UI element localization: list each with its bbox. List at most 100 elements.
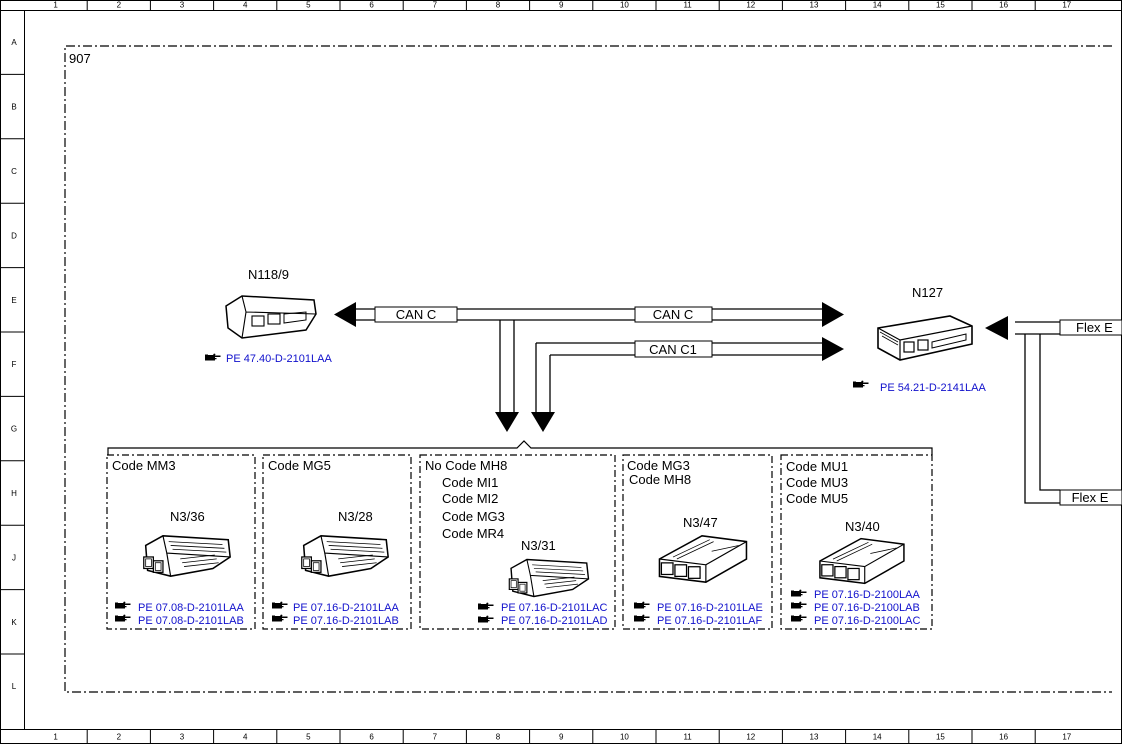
bus-label-can-c-right: CAN C xyxy=(653,307,693,322)
row-letter: H xyxy=(11,489,17,498)
row-letter: C xyxy=(11,167,17,176)
row-letter: L xyxy=(12,682,17,691)
column-number: 2 xyxy=(117,733,122,742)
column-number: 15 xyxy=(936,1,945,10)
control-unit-icon xyxy=(658,534,748,584)
column-number: 3 xyxy=(180,733,185,742)
unit-label-n3-28: N3/28 xyxy=(338,509,373,524)
control-unit-icon xyxy=(300,535,389,577)
bus-arrowheads xyxy=(334,302,1008,432)
group-code: Code MI2 xyxy=(442,491,498,506)
row-letter: F xyxy=(12,360,17,369)
row-letter: E xyxy=(11,296,16,305)
column-number: 12 xyxy=(746,1,755,10)
column-number: 9 xyxy=(559,1,564,10)
pointing-hand-icon xyxy=(478,615,494,623)
ref-link[interactable]: PE 07.16-D-2101LAF xyxy=(657,615,762,627)
group-code: Code MI1 xyxy=(442,475,498,490)
unit-label-n3-31: N3/31 xyxy=(521,538,556,553)
column-number: 11 xyxy=(683,733,692,742)
ref-link[interactable]: PE 07.16-D-2101LAD xyxy=(501,615,607,627)
pointing-hand-icon xyxy=(272,601,288,609)
pointing-hand-icon xyxy=(272,614,288,622)
group-code: Code MU1 xyxy=(786,459,848,474)
column-number: 8 xyxy=(496,1,501,10)
group-code: Code MM3 xyxy=(112,458,176,473)
ref-link-n127[interactable]: PE 54.21-D-2141LAA xyxy=(880,382,986,394)
ref-link[interactable]: PE 07.16-D-2100LAC xyxy=(814,615,920,627)
ref-link[interactable]: PE 07.16-D-2100LAB xyxy=(814,602,920,614)
bus-label-can-c1: CAN C1 xyxy=(649,342,697,357)
unit-label-n3-36: N3/36 xyxy=(170,509,205,524)
pointing-hand-icon xyxy=(634,614,650,622)
row-letter: J xyxy=(12,553,16,562)
pointing-hand-icon xyxy=(115,601,131,609)
column-number: 1 xyxy=(53,1,58,10)
row-letter: B xyxy=(11,103,16,112)
variant-group-mm3 xyxy=(106,454,256,630)
group-code: Code MR4 xyxy=(442,526,504,541)
group-code: Code MU3 xyxy=(786,475,848,490)
ref-link[interactable]: PE 07.16-D-2101LAC xyxy=(501,602,607,614)
bus-label-box xyxy=(634,306,713,323)
pointing-hand-icon xyxy=(115,614,131,622)
ref-link[interactable]: PE 07.16-D-2101LAB xyxy=(293,615,399,627)
column-number: 9 xyxy=(559,733,564,742)
control-unit-icon xyxy=(225,295,317,339)
component-label-n127: N127 xyxy=(912,285,943,300)
pointing-hand-icon xyxy=(205,353,221,361)
column-number: 6 xyxy=(369,1,374,10)
column-number: 16 xyxy=(999,1,1008,10)
column-number: 7 xyxy=(433,733,438,742)
column-number: 17 xyxy=(1062,1,1071,10)
group-code: Code MG3 xyxy=(627,458,690,473)
bus-label-box xyxy=(1059,489,1122,506)
variant-group-mu xyxy=(780,454,933,630)
column-number: 3 xyxy=(180,1,185,10)
column-number: 17 xyxy=(1062,733,1071,742)
bus-label-can-c-left: CAN C xyxy=(396,307,436,322)
column-number: 5 xyxy=(306,733,311,742)
ref-link[interactable]: PE 07.08-D-2101LAB xyxy=(138,615,244,627)
column-number: 10 xyxy=(620,1,629,10)
column-number: 13 xyxy=(810,733,819,742)
column-number: 5 xyxy=(306,1,311,10)
column-number: 16 xyxy=(999,733,1008,742)
column-number: 8 xyxy=(496,733,501,742)
pointing-hand-icon xyxy=(791,614,807,622)
unit-label-n3-40: N3/40 xyxy=(845,519,880,534)
ref-link[interactable]: PE 07.16-D-2100LAA xyxy=(814,589,920,601)
variant-group-mg5 xyxy=(262,454,412,630)
column-number: 2 xyxy=(117,1,122,10)
ref-link[interactable]: PE 07.08-D-2101LAA xyxy=(138,602,244,614)
control-unit-icon xyxy=(877,315,973,361)
row-letter: A xyxy=(11,38,17,47)
row-letter: K xyxy=(11,618,17,627)
variant-group-no-mh8 xyxy=(419,454,616,630)
pointing-hand-icon xyxy=(478,602,494,610)
column-number: 4 xyxy=(243,1,248,10)
ref-link-n118[interactable]: PE 47.40-D-2101LAA xyxy=(226,353,332,365)
column-number: 1 xyxy=(53,733,58,742)
column-number: 4 xyxy=(243,733,248,742)
group-code: No Code MH8 xyxy=(425,458,507,473)
column-number: 15 xyxy=(936,733,945,742)
group-code: Code MG3 xyxy=(442,509,505,524)
pointing-hand-icon xyxy=(791,589,807,597)
row-letter: G xyxy=(11,425,17,434)
ref-link[interactable]: PE 07.16-D-2101LAE xyxy=(657,602,763,614)
module-frame xyxy=(64,45,1112,693)
column-number: 6 xyxy=(369,733,374,742)
group-code: Code MU5 xyxy=(786,491,848,506)
variant-group-mg3-mh8 xyxy=(622,454,773,630)
control-unit-icon xyxy=(142,535,231,577)
group-brace xyxy=(107,440,933,455)
pointing-hand-icon xyxy=(853,380,869,388)
column-number: 11 xyxy=(683,1,692,10)
column-number: 7 xyxy=(433,1,438,10)
component-label-n118: N118/9 xyxy=(248,267,289,282)
unit-label-n3-47: N3/47 xyxy=(683,515,718,530)
ref-link[interactable]: PE 07.16-D-2101LAA xyxy=(293,602,399,614)
